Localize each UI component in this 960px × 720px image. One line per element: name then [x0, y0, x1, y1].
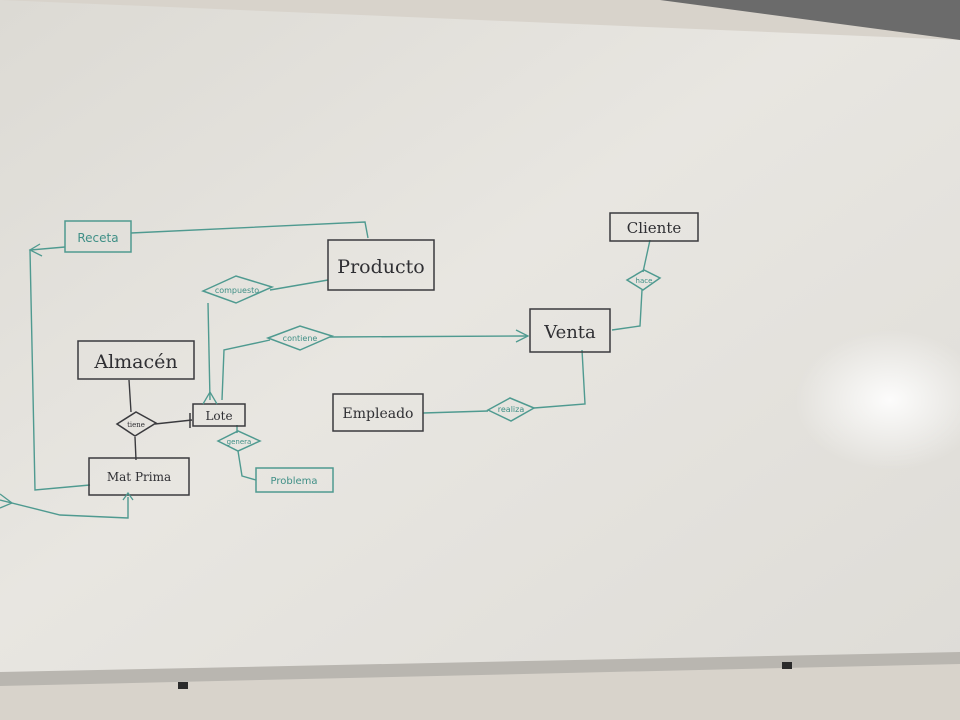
- entity-box-mat-prima: [88, 457, 190, 496]
- tray-clip-left: [178, 682, 188, 689]
- entity-producto-label: Producto: [337, 256, 424, 278]
- entity-box-cliente: [609, 212, 699, 242]
- entity-box-problema: [255, 467, 334, 493]
- relationship-tiene-label: tiene: [127, 421, 145, 429]
- diamond-realiza: [486, 397, 536, 422]
- whiteboard-surface: [0, 0, 960, 680]
- cardinality-marks: [0, 243, 530, 509]
- entity-box-producto: [327, 239, 435, 291]
- entity-receta-label: Receta: [77, 231, 118, 245]
- diamond-contiene: [265, 325, 335, 351]
- diamond-genera: [216, 430, 262, 452]
- entity-mat-prima-label: Mat Prima: [107, 470, 171, 484]
- entity-box-almacen: [77, 340, 195, 380]
- relationship-contiene-label: contiene: [283, 334, 318, 343]
- entity-box-receta: [64, 220, 132, 253]
- entity-empleado-label: Empleado: [343, 406, 414, 422]
- diamond-hace: [625, 269, 662, 291]
- entity-box-venta: [529, 308, 611, 353]
- black-connector-lines: [128, 379, 193, 461]
- entity-problema-label: Problema: [270, 476, 317, 487]
- diamond-compuesto: [201, 275, 275, 304]
- tray-clip-right: [782, 662, 792, 669]
- entity-box-lote: [192, 403, 246, 427]
- relationship-genera-label: genera: [227, 438, 252, 446]
- connector-lines: [0, 221, 651, 519]
- relationship-hace-label: hace: [636, 277, 653, 285]
- relationship-realiza-label: realiza: [498, 405, 525, 414]
- entity-lote-label: Lote: [205, 409, 232, 423]
- entity-venta-label: Venta: [543, 322, 596, 343]
- entity-box-empleado: [332, 393, 424, 432]
- diamond-tiene: [115, 411, 158, 437]
- board-top-frame: [660, 0, 960, 40]
- relationship-compuesto-label: compuesto: [215, 286, 259, 295]
- marker-tray: [0, 652, 960, 686]
- entity-cliente-label: Cliente: [627, 219, 682, 237]
- window-reflection: [795, 330, 960, 470]
- entity-almacen-label: Almacén: [93, 351, 177, 373]
